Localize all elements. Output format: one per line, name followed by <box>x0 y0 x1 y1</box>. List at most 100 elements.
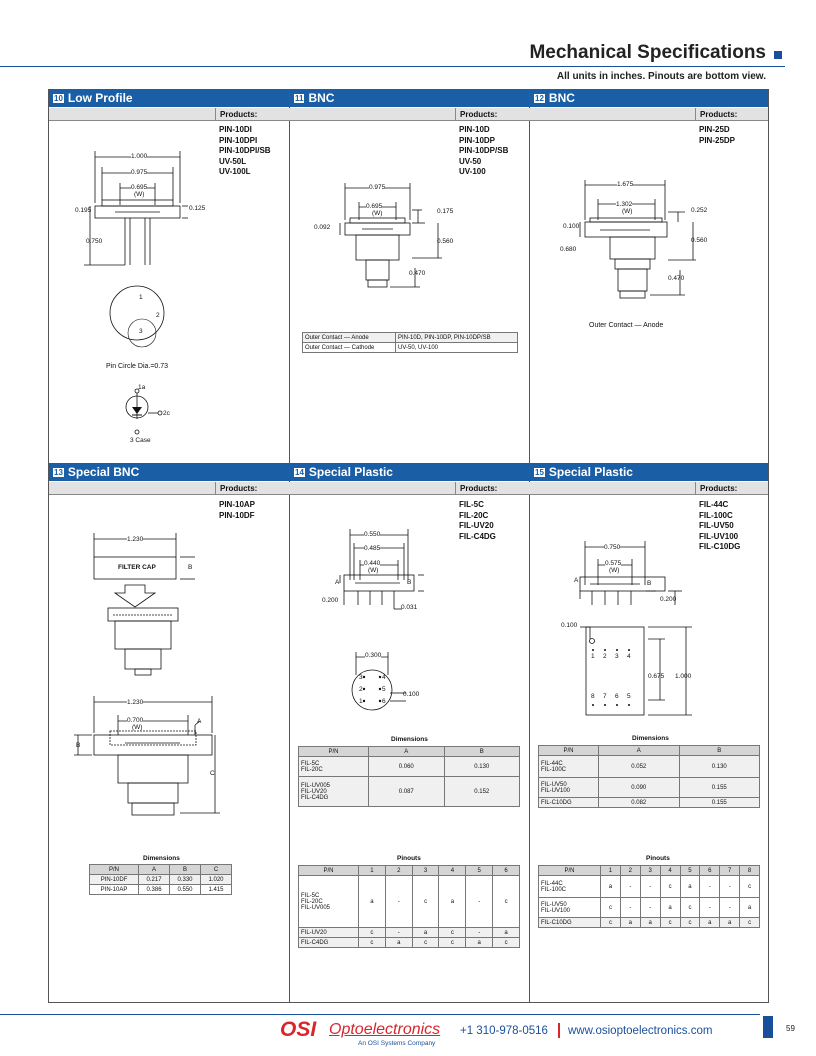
dim-label: 0.031 <box>401 604 418 611</box>
product-list-11: PIN-10D PIN-10DP PIN-10DP/SB UV-50 UV-10… <box>459 125 508 178</box>
product-item: PIN-10DF <box>219 510 255 520</box>
table-header: C <box>199 864 233 875</box>
table-cell: c <box>600 897 621 918</box>
table-header: 8 <box>739 865 760 876</box>
table-cell: c <box>739 917 760 928</box>
product-list-15: FIL-44C FIL-100C FIL-UV50 FIL-UV100 FIL-… <box>699 500 740 553</box>
table-title: Pinouts <box>646 855 670 862</box>
table-cell: 0.082 <box>598 797 680 808</box>
pin-label: 7 <box>603 693 607 700</box>
footer-rule <box>0 1014 760 1015</box>
column-divider <box>529 89 530 1003</box>
dim-label: (W) <box>622 208 633 215</box>
table-title: Dimensions <box>391 736 428 743</box>
pin-label: 3 Case <box>130 437 151 444</box>
product-item: UV-100L <box>219 167 251 176</box>
dim-label: 0.195 <box>75 207 92 214</box>
dim-label: 0.470 <box>409 270 426 277</box>
product-list-14: FIL-5C FIL-20C FIL-UV20 FIL-C4DG <box>459 500 496 542</box>
table-cell: 0.330 <box>169 874 201 885</box>
table-cell: - <box>719 897 741 918</box>
pin-label: 1 <box>359 698 363 705</box>
column-divider <box>289 89 290 1003</box>
products-bar <box>49 108 768 121</box>
table-header: 3 <box>411 865 440 876</box>
table-cell: a <box>639 917 661 928</box>
table-cell: FIL-44C FIL-100C <box>538 755 599 778</box>
dim-label: (W) <box>609 567 620 574</box>
pin-label: 3 <box>139 328 143 335</box>
table-cell: Outer Contact — Anode <box>302 332 396 343</box>
table-header: 4 <box>438 865 467 876</box>
footer-website-link[interactable]: www.osioptoelectronics.com <box>568 1025 713 1037</box>
table-header: P/N <box>298 746 369 757</box>
dim-label: 1.302 <box>616 201 633 208</box>
dim-label: 0.560 <box>691 237 708 244</box>
table-cell: 0.130 <box>678 755 760 778</box>
table-cell: FIL-C10DG <box>538 797 599 808</box>
table-cell: c <box>492 875 520 928</box>
table-cell: a <box>384 937 413 948</box>
page-tab-marker <box>763 1016 773 1038</box>
table-header: 6 <box>492 865 520 876</box>
product-item: FIL-100C <box>699 510 733 520</box>
table-cell: c <box>358 927 386 938</box>
table-header: 1 <box>358 865 386 876</box>
table-cell: FIL-UV50 FIL-UV100 <box>538 777 599 798</box>
pin-label: 2c <box>163 410 170 417</box>
section-title: Special Plastic <box>548 465 633 479</box>
dim-label: 1.230 <box>127 699 144 706</box>
dim-label: 0.252 <box>691 207 708 214</box>
table-header: 6 <box>699 865 721 876</box>
product-item: UV-50L <box>219 156 247 166</box>
table-cell: 1.415 <box>199 884 233 895</box>
section-title: BNC <box>308 91 335 105</box>
table-cell: a <box>411 927 440 938</box>
table-cell: - <box>699 897 721 918</box>
product-item: UV-50 <box>459 156 482 166</box>
table-cell: a <box>600 875 621 898</box>
footer-logo-text: Optoelectronics <box>329 1021 441 1038</box>
table-title: Dimensions <box>632 735 669 742</box>
table-cell: a <box>358 875 386 928</box>
table-cell: c <box>739 875 760 898</box>
drawing-bnc-11 <box>339 183 442 288</box>
page-title: Mechanical Specifications <box>529 42 766 63</box>
product-item: UV-100 <box>459 167 486 176</box>
product-list-12: PIN-25D PIN-25DP <box>699 125 735 146</box>
pin-label: 5 <box>382 686 386 693</box>
page-subtitle: All units in inches. Pinouts are bottom … <box>556 71 766 82</box>
table-cell: - <box>465 875 494 928</box>
table-cell: 0.087 <box>368 776 445 807</box>
dim-label: 0.100 <box>561 622 578 629</box>
product-item: PIN-10D <box>459 125 490 134</box>
table-cell: a <box>465 937 494 948</box>
product-item: PIN-10DI <box>219 125 252 134</box>
dim-label: 0.100 <box>563 223 580 230</box>
pin-label: 4 <box>382 674 386 681</box>
table-cell: c <box>659 917 681 928</box>
table-cell: c <box>659 875 681 898</box>
title-square-icon <box>774 51 782 59</box>
pin-label: 1 <box>139 294 143 301</box>
table-cell: FIL-UV20 <box>298 927 359 938</box>
section-number: 13 <box>53 468 64 477</box>
pin-label: 6 <box>615 693 619 700</box>
table-header: B <box>169 864 201 875</box>
table-cell: 0.155 <box>678 797 760 808</box>
table-header: 4 <box>659 865 681 876</box>
product-item: PIN-10DP/SB <box>459 146 509 155</box>
footer-phone: +1 310-978-0516 <box>460 1025 548 1037</box>
dim-label: 0.175 <box>437 208 454 215</box>
